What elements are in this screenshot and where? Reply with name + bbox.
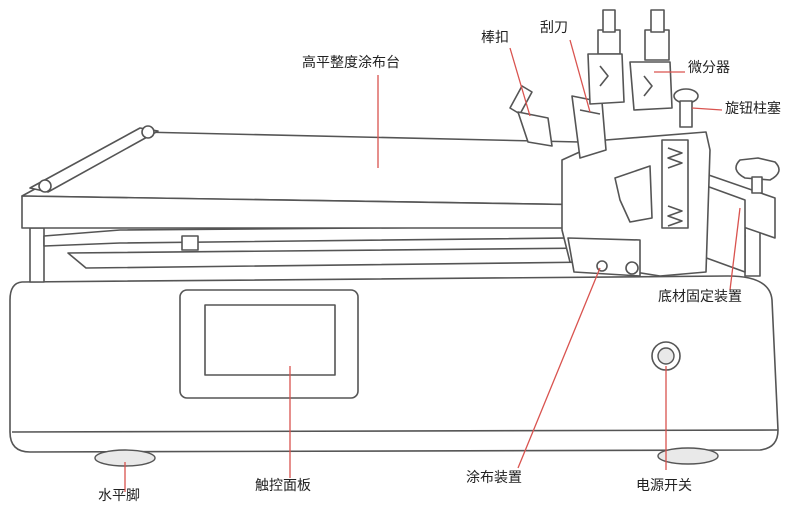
table-screw-front: [38, 179, 52, 193]
label-scraper: 刮刀: [540, 20, 568, 36]
guide-rail: [67, 247, 597, 269]
label-coating-device: 涂布装置: [466, 470, 522, 486]
micrometer-right-thimble: [644, 29, 670, 61]
fixture-knob: [735, 157, 780, 181]
label-knob-plug: 旋钮柱塞: [725, 101, 781, 117]
label-rod-clip: 棒扣: [481, 30, 509, 46]
micrometer-right-head: [650, 9, 665, 33]
rod-clip-body: [517, 111, 553, 147]
table-post-left: [29, 227, 45, 283]
leveling-foot-right: [657, 447, 719, 465]
spring-upper: [667, 147, 683, 169]
coating-table-top: [21, 131, 601, 206]
rod-clip-arm: [509, 85, 533, 115]
table-screw-rear: [141, 125, 155, 139]
base-plinth: [11, 429, 779, 433]
carriage-roller: [625, 261, 639, 275]
power-switch-button: [657, 347, 675, 365]
leader-scraper: [569, 39, 591, 113]
micrometer-left-mark: [599, 65, 609, 87]
spring-housing: [661, 139, 689, 229]
leader-substrate-fixture: [729, 207, 741, 291]
leader-rod-clip: [509, 47, 531, 117]
label-leveling-foot: 水平脚: [98, 488, 140, 504]
coating-device-slot: [614, 165, 653, 223]
label-coating-table: 高平整度涂布台: [302, 55, 400, 71]
leader-knob-plug: [691, 107, 723, 111]
label-substrate-fixture: 底材固定装置: [658, 289, 742, 305]
touch-panel-screen: [204, 304, 336, 376]
fixture-knob-stem: [751, 176, 763, 194]
label-touch-panel: 触控面板: [255, 478, 311, 494]
micrometer-right-mark: [643, 75, 653, 97]
carriage-foot: [567, 237, 641, 277]
leader-coating-device: [517, 267, 601, 469]
table-post-right: [744, 225, 761, 277]
label-power-switch: 电源开关: [636, 478, 692, 494]
rail-bracket: [181, 235, 199, 251]
label-micrometer: 微分器: [688, 60, 730, 76]
spring-lower: [667, 205, 683, 227]
micrometer-left-head: [602, 9, 616, 33]
carriage-pin: [596, 260, 608, 272]
micrometer-left-thimble: [597, 29, 621, 55]
knob-plug-stem: [679, 100, 693, 128]
